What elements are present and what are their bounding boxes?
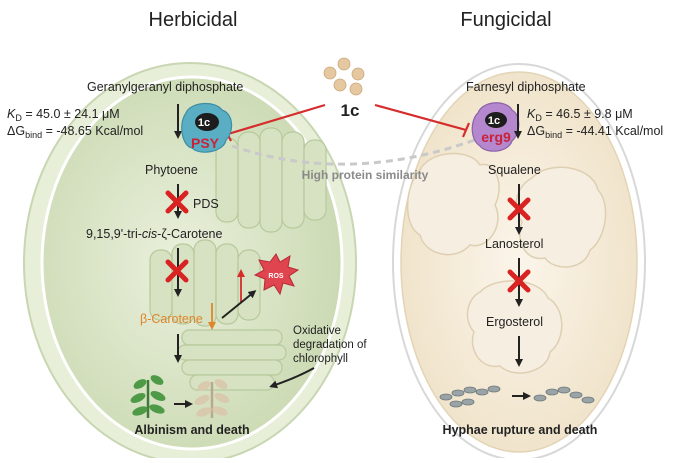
pds-label: PDS — [193, 197, 219, 211]
left-dg: ΔGbind = -48.65 Kcal/mol — [7, 124, 143, 140]
beta-carotene-label: β-Carotene — [140, 312, 203, 326]
chloroplast — [23, 62, 357, 463]
broken-hyphae — [439, 385, 595, 408]
vacuole-blob — [406, 152, 500, 256]
kd-value: = 45.0 ± 24.1 μM — [22, 107, 120, 121]
right-kd: KD = 46.5 ± 9.8 μM — [527, 107, 633, 123]
squalene-label: Squalene — [488, 163, 541, 177]
thylakoid-stack-lower — [177, 329, 287, 391]
kd-symbol: K — [7, 107, 16, 121]
kd-sub: D — [535, 113, 542, 123]
dg-value: = -44.41 Kcal/mol — [562, 124, 663, 138]
oxidative-line-2: degradation of — [293, 339, 367, 351]
thylakoid-stack-upper — [215, 127, 327, 233]
left-substrate: Geranylgeranyl diphosphate — [87, 80, 243, 94]
kd-value: = 46.5 ± 9.8 μM — [542, 107, 633, 121]
arrow-beta-ros — [221, 290, 257, 319]
ergosterol-label: Ergosterol — [486, 315, 543, 329]
carotene-block-x-icon — [165, 259, 189, 283]
erg9-bound-label: 1c — [488, 115, 500, 127]
carotene-prefix: 9,15,9'-tri- — [86, 227, 142, 241]
oxidative-line-1: Oxidative — [293, 325, 341, 337]
similarity-link — [231, 136, 481, 166]
vacuole-blob — [515, 166, 607, 268]
squalene-block-x-icon — [507, 197, 531, 221]
left-title: Herbicidal — [149, 9, 238, 31]
dg-sub: bind — [545, 130, 562, 140]
lanosterol-block-x-icon — [507, 269, 531, 293]
kd-sub: D — [15, 113, 22, 123]
ros-label: ROS — [268, 273, 284, 280]
compound-particles — [323, 57, 365, 96]
similarity-label: High protein similarity — [302, 168, 429, 182]
erg9-enzyme: 1c erg9 — [471, 102, 520, 152]
right-outcome: Hyphae rupture and death — [443, 423, 598, 437]
arrow-oxidative — [269, 367, 315, 389]
ros-burst: ROS — [253, 253, 300, 296]
phytoene-label: Phytoene — [145, 163, 198, 177]
left-kd: KD = 45.0 ± 24.1 μM — [7, 107, 120, 123]
compound-label: 1c — [341, 101, 360, 120]
dg-symbol: ΔG — [527, 124, 545, 138]
vacuole-blob — [466, 280, 563, 374]
carotene-suffix: -ζ-Carotene — [157, 227, 222, 241]
dg-sub: bind — [25, 130, 42, 140]
right-title: Fungicidal — [460, 9, 551, 31]
oxidative-line-3: chlorophyll — [293, 353, 348, 365]
carotene-italic: cis — [142, 227, 157, 241]
carotene-label: 9,15,9'-tri-cis-ζ-Carotene — [86, 227, 222, 241]
dg-value: = -48.65 Kcal/mol — [42, 124, 143, 138]
bleached-plant-icon — [194, 379, 230, 418]
left-outcome: Albinism and death — [134, 423, 249, 437]
right-substrate: Farnesyl diphosphate — [466, 80, 586, 94]
psy-bound-label: 1c — [198, 117, 210, 129]
psy-label: PSY — [191, 135, 220, 151]
lanosterol-label: Lanosterol — [485, 237, 543, 251]
psy-enzyme: 1c PSY — [181, 103, 233, 153]
kd-symbol: K — [527, 107, 536, 121]
right-dg: ΔGbind = -44.41 Kcal/mol — [527, 124, 663, 140]
green-plant-icon — [130, 375, 166, 418]
dg-symbol: ΔG — [7, 124, 25, 138]
pds-block-x-icon — [165, 190, 189, 214]
erg9-label: erg9 — [481, 129, 511, 145]
